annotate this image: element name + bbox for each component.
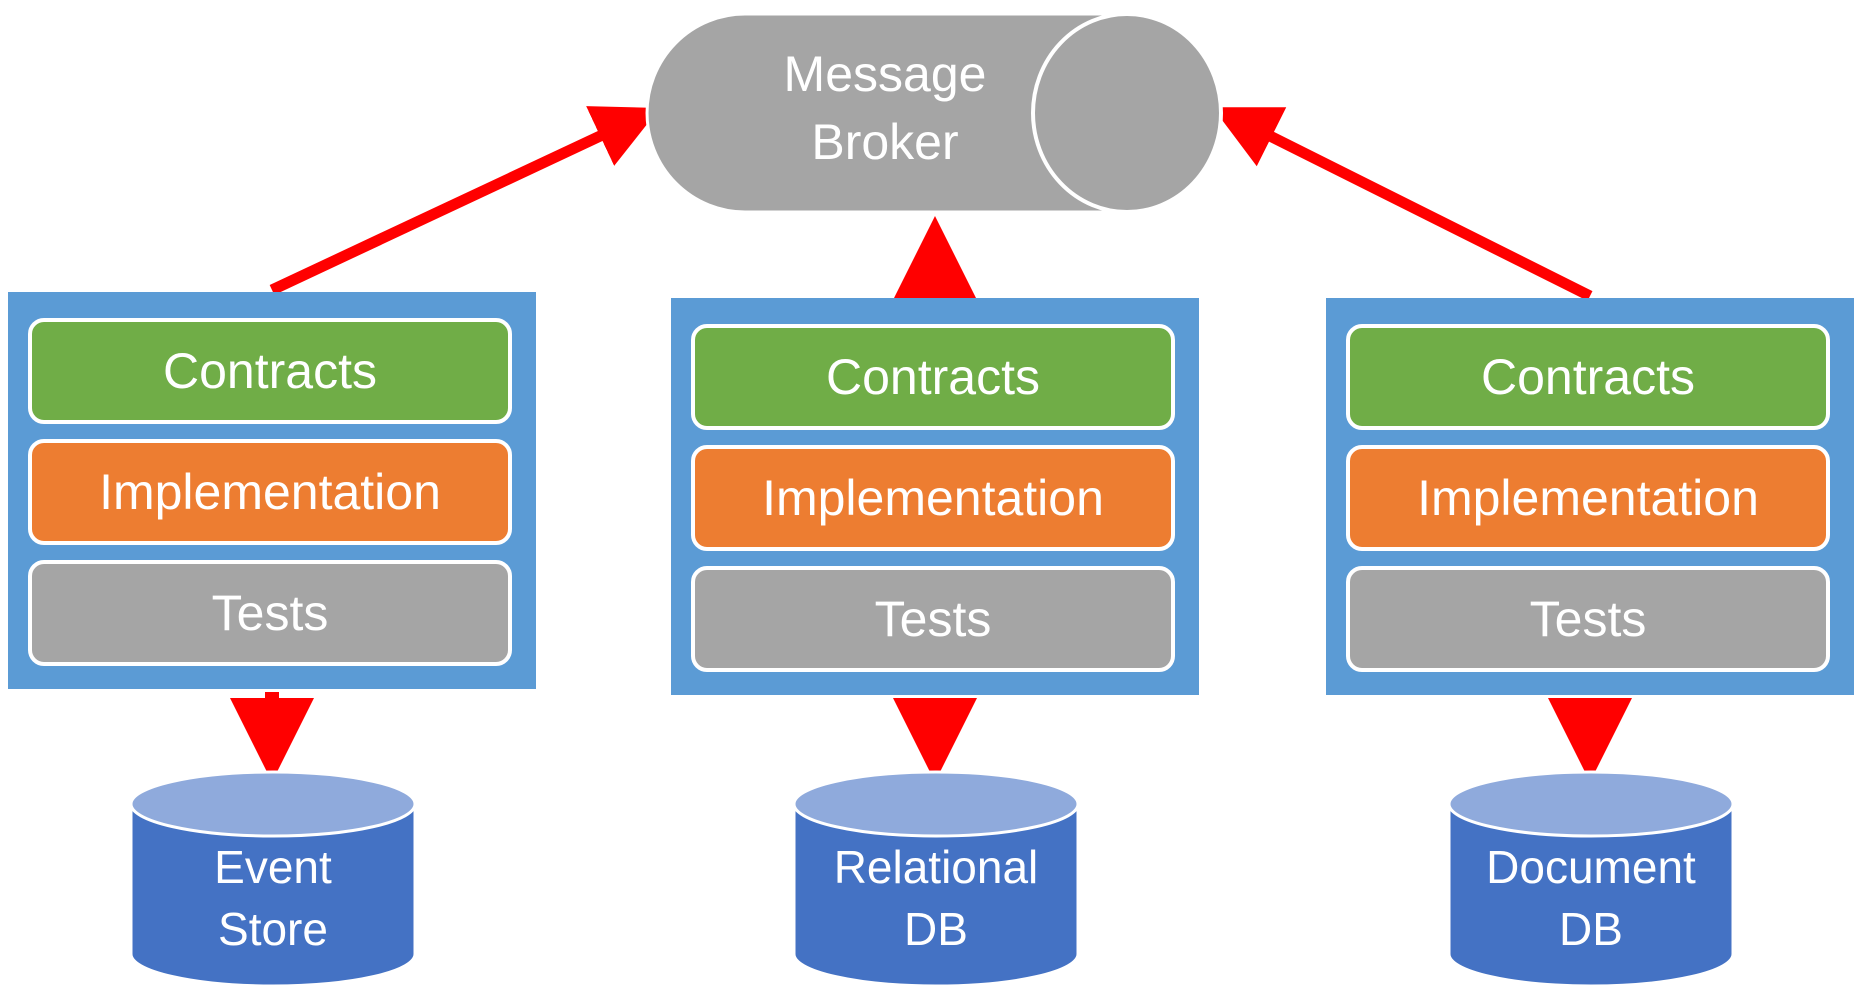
message-broker-cylinder — [645, 12, 1223, 214]
document-db-label: Document DB — [1486, 841, 1696, 955]
message-broker-label: Message Broker — [783, 46, 987, 170]
implementation-layer: Implementation — [28, 439, 512, 545]
arrow-left-to-broker — [269, 106, 660, 295]
contracts-layer: Contracts — [691, 324, 1175, 430]
tests-layer: Tests — [1346, 566, 1830, 672]
event-store-label: Event Store — [214, 841, 332, 955]
contracts-layer: Contracts — [28, 318, 512, 424]
tests-layer: Tests — [28, 560, 512, 666]
tests-layer: Tests — [691, 566, 1175, 672]
service-document-db: Contracts Implementation Tests — [1326, 298, 1854, 695]
arrow-right-to-broker — [1212, 107, 1593, 301]
service-relational-db: Contracts Implementation Tests — [671, 298, 1199, 695]
contracts-layer: Contracts — [1346, 324, 1830, 430]
service-event-store: Contracts Implementation Tests — [8, 292, 536, 689]
relational-db-database-icon — [792, 770, 1080, 988]
event-store-database-icon — [129, 770, 417, 988]
document-db-database-icon — [1447, 770, 1735, 988]
relational-db-label: Relational DB — [833, 841, 1039, 955]
implementation-layer: Implementation — [691, 445, 1175, 551]
implementation-layer: Implementation — [1346, 445, 1830, 551]
